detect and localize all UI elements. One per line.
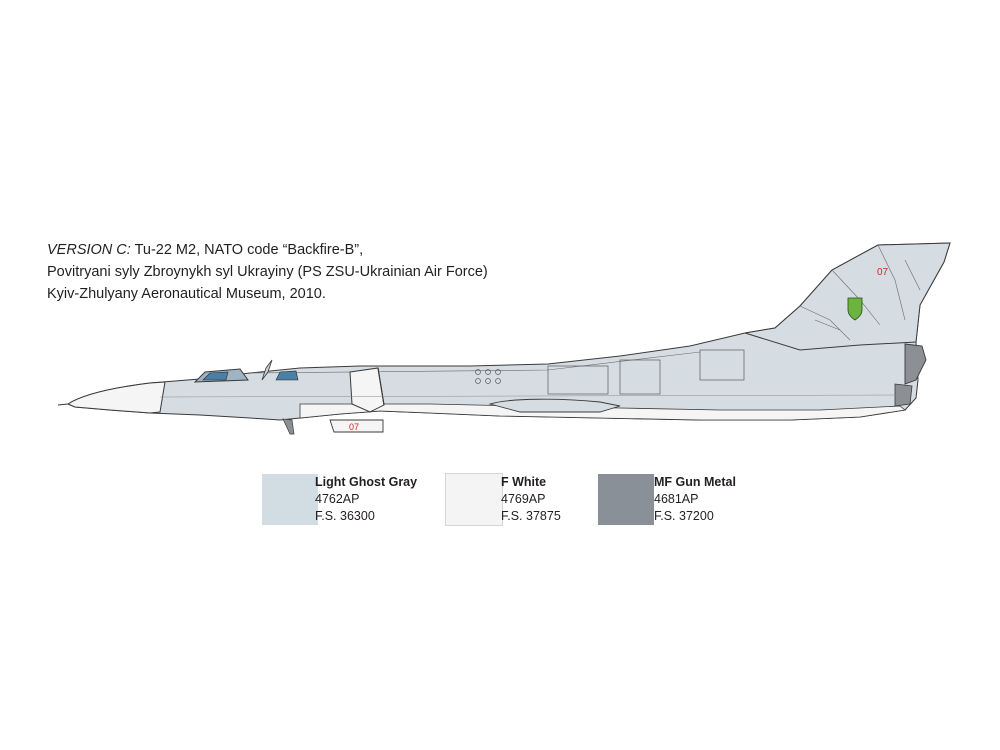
color-name: Light Ghost Gray: [315, 475, 418, 489]
air-intake: [349, 367, 385, 413]
nose-wheel-strut: [282, 418, 295, 435]
nose-gear-marking: 07: [349, 422, 359, 432]
version-label: VERSION C:: [47, 242, 131, 258]
swatch-text: Light Ghost Gray 4762AP F.S. 36300: [315, 474, 417, 525]
nose-radome: [66, 381, 166, 414]
swatch-text: MF Gun Metal 4681AP F.S. 37200: [654, 474, 736, 525]
aircraft-model-text: Tu-22 M2, NATO code “Backfire-B”,: [130, 242, 364, 258]
caption: VERSION C: Tu-22 M2, NATO code “Backfire…: [47, 239, 488, 305]
color-code: 4762AP: [315, 492, 360, 506]
tail-insignia-icon: [847, 297, 863, 321]
fs-code: F.S. 36300: [315, 509, 375, 523]
tail-marking: 07: [877, 267, 889, 278]
pitot-probe: [57, 403, 69, 406]
caption-line-2: Povitryani syly Zbroynykh syl Ukrayiny (…: [47, 264, 488, 280]
main-gear-fairing: [488, 398, 621, 413]
color-chip: [598, 474, 654, 525]
fs-code: F.S. 37200: [654, 509, 714, 523]
tail-cone: [894, 383, 913, 407]
rear-canopy-frame: [261, 359, 273, 381]
color-code: 4681AP: [654, 492, 699, 506]
nose-gear-door: [329, 419, 384, 433]
tail-fin: [744, 242, 951, 351]
canopy-glass-rear: [275, 370, 299, 381]
color-name: F White: [501, 475, 547, 489]
color-chip: [262, 474, 318, 525]
caption-line-1: VERSION C: Tu-22 M2, NATO code “Backfire…: [47, 239, 488, 261]
intake-splitter: [377, 367, 385, 406]
fuselage-centerline: [159, 394, 901, 398]
fs-code: F.S. 37875: [501, 509, 561, 523]
canopy-glass-front: [202, 371, 229, 381]
color-chip: [445, 473, 503, 526]
swatch-text: F White 4769AP F.S. 37875: [501, 474, 561, 525]
engine-nozzle: [904, 343, 927, 385]
vent-panels: [475, 349, 745, 395]
color-code: 4769AP: [501, 492, 546, 506]
color-name: MF Gun Metal: [654, 475, 736, 489]
caption-line-3: Kyiv-Zhulyany Aeronautical Museum, 2010.: [47, 286, 326, 302]
